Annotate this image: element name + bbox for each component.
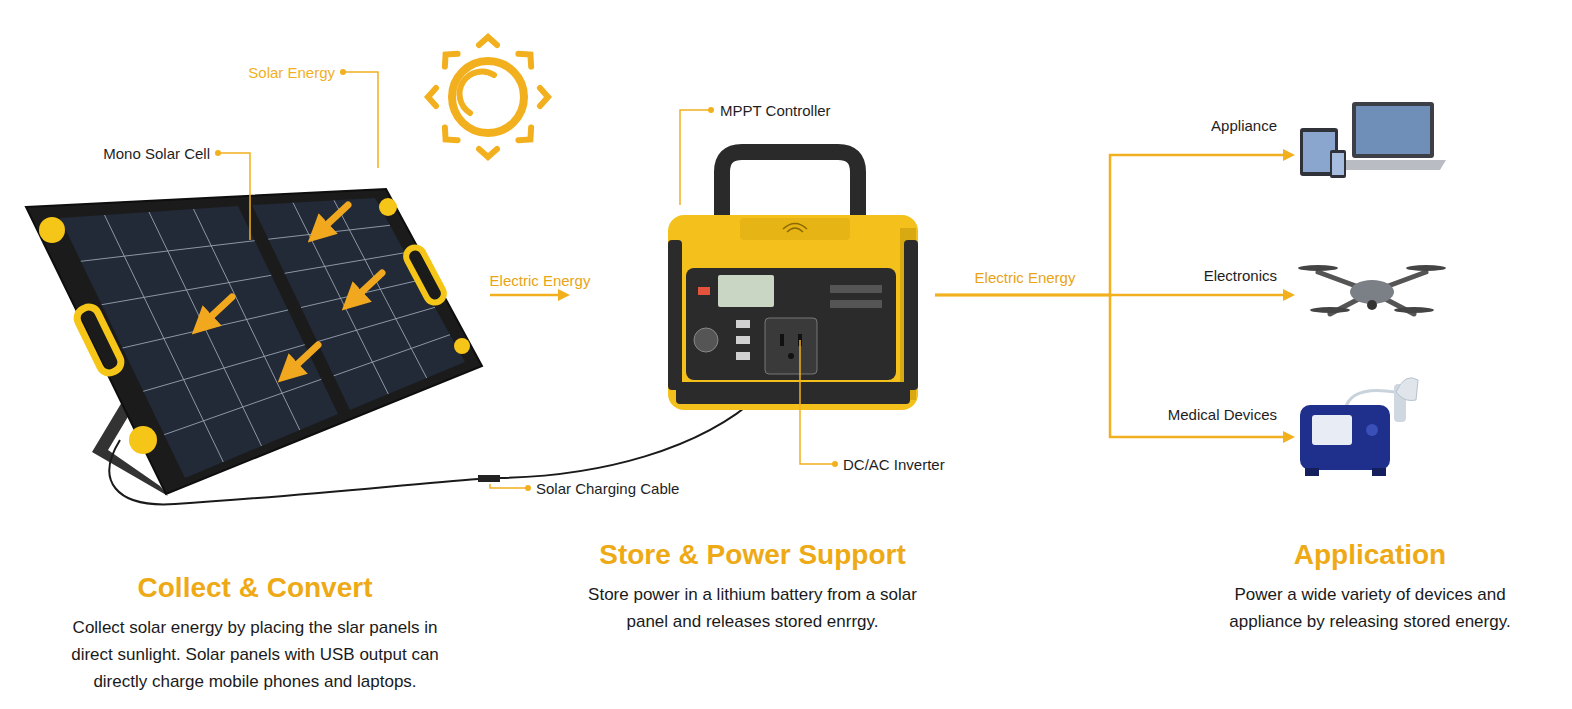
connector-line — [935, 295, 1285, 437]
solar-panel — [26, 189, 482, 496]
power-station — [668, 152, 918, 410]
stage-description: Store power in a lithium battery from a … — [580, 581, 925, 635]
device-label: Appliance — [1211, 117, 1277, 134]
stage-column: Collect & ConvertCollect solar energy by… — [20, 180, 490, 705]
device-label: Electronics — [1204, 267, 1277, 284]
leader-lines — [218, 72, 835, 488]
nebulizer-icon — [1300, 378, 1418, 476]
arrow-head — [1283, 289, 1295, 301]
part-label: Solar Charging Cable — [536, 480, 679, 497]
part-label: MPPT Controller — [720, 102, 831, 119]
stage-column: ApplicationPower a wide variety of devic… — [1180, 90, 1560, 645]
sun-icon — [428, 37, 548, 157]
part-label: Mono Solar Cell — [103, 145, 210, 162]
connector-line — [490, 294, 560, 297]
flow-connector — [935, 295, 1295, 443]
arrow-head — [1283, 149, 1295, 161]
device-node: Appliance — [1295, 112, 1445, 198]
stage-column: Store & Power SupportStore power in a li… — [570, 140, 935, 645]
laptop-icon — [1300, 102, 1446, 178]
flow-connector — [935, 149, 1295, 295]
part-label: Solar Energy — [248, 64, 335, 81]
drone-icon — [1298, 265, 1446, 314]
stage-description: Power a wide variety of devices and appl… — [1205, 581, 1535, 635]
device-node: Medical Devices — [1295, 380, 1420, 494]
arrow-head — [1283, 431, 1295, 443]
connector-label: Electric Energy — [487, 272, 594, 289]
connector-label: Electric Energy — [972, 269, 1079, 286]
device-node: Electronics — [1295, 258, 1445, 332]
arrow-head — [558, 289, 570, 301]
stage-heading: Application — [1294, 539, 1446, 571]
stage-description: Collect solar energy by placing the slar… — [65, 614, 445, 695]
solar-cable — [109, 395, 760, 504]
flow-connector — [490, 289, 570, 301]
leader-dots — [215, 69, 838, 491]
part-label: DC/AC Inverter — [843, 456, 945, 473]
stage-heading: Collect & Convert — [138, 572, 373, 604]
connector-line — [935, 155, 1285, 295]
stage-heading: Store & Power Support — [599, 539, 905, 571]
device-label: Medical Devices — [1168, 406, 1277, 423]
